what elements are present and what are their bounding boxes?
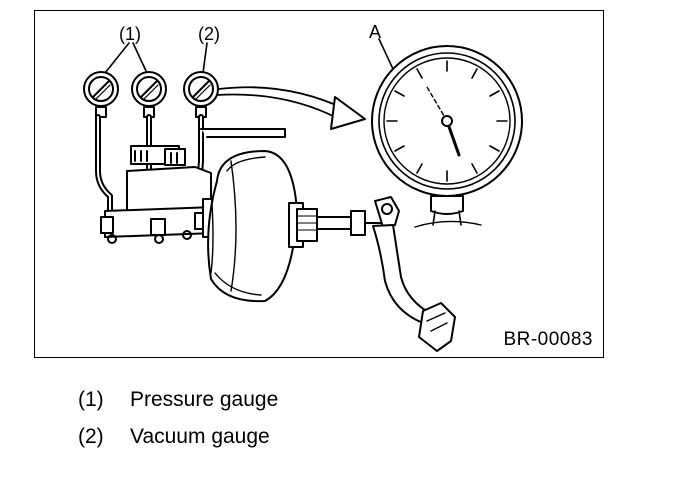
pressure-gauge-left bbox=[83, 71, 119, 214]
legend-number: (2) bbox=[78, 425, 104, 448]
legend-text: Vacuum gauge bbox=[130, 425, 270, 448]
brake-booster bbox=[207, 150, 384, 303]
callout-a: A bbox=[369, 22, 382, 42]
brake-booster-illustration bbox=[83, 38, 523, 352]
callout-2: (2) bbox=[198, 24, 220, 44]
legend-number: (1) bbox=[78, 388, 104, 411]
legend: (1) Pressure gauge (2) Vacuum gauge bbox=[78, 388, 278, 462]
legend-item: (1) Pressure gauge bbox=[78, 388, 278, 425]
brake-pedal bbox=[372, 196, 456, 352]
callout-arrow bbox=[216, 86, 366, 130]
legend-item: (2) Vacuum gauge bbox=[78, 425, 278, 462]
gauge-ticks bbox=[386, 60, 508, 182]
legend-text: Pressure gauge bbox=[130, 388, 279, 411]
enlarged-vacuum-gauge bbox=[371, 45, 523, 228]
diagram-frame: (1) (2) A BR-00083 bbox=[34, 10, 604, 358]
figure-code: BR-00083 bbox=[503, 329, 593, 350]
callout-1: (1) bbox=[119, 24, 141, 44]
master-cylinder bbox=[100, 145, 224, 244]
callout-leaders bbox=[104, 38, 394, 74]
